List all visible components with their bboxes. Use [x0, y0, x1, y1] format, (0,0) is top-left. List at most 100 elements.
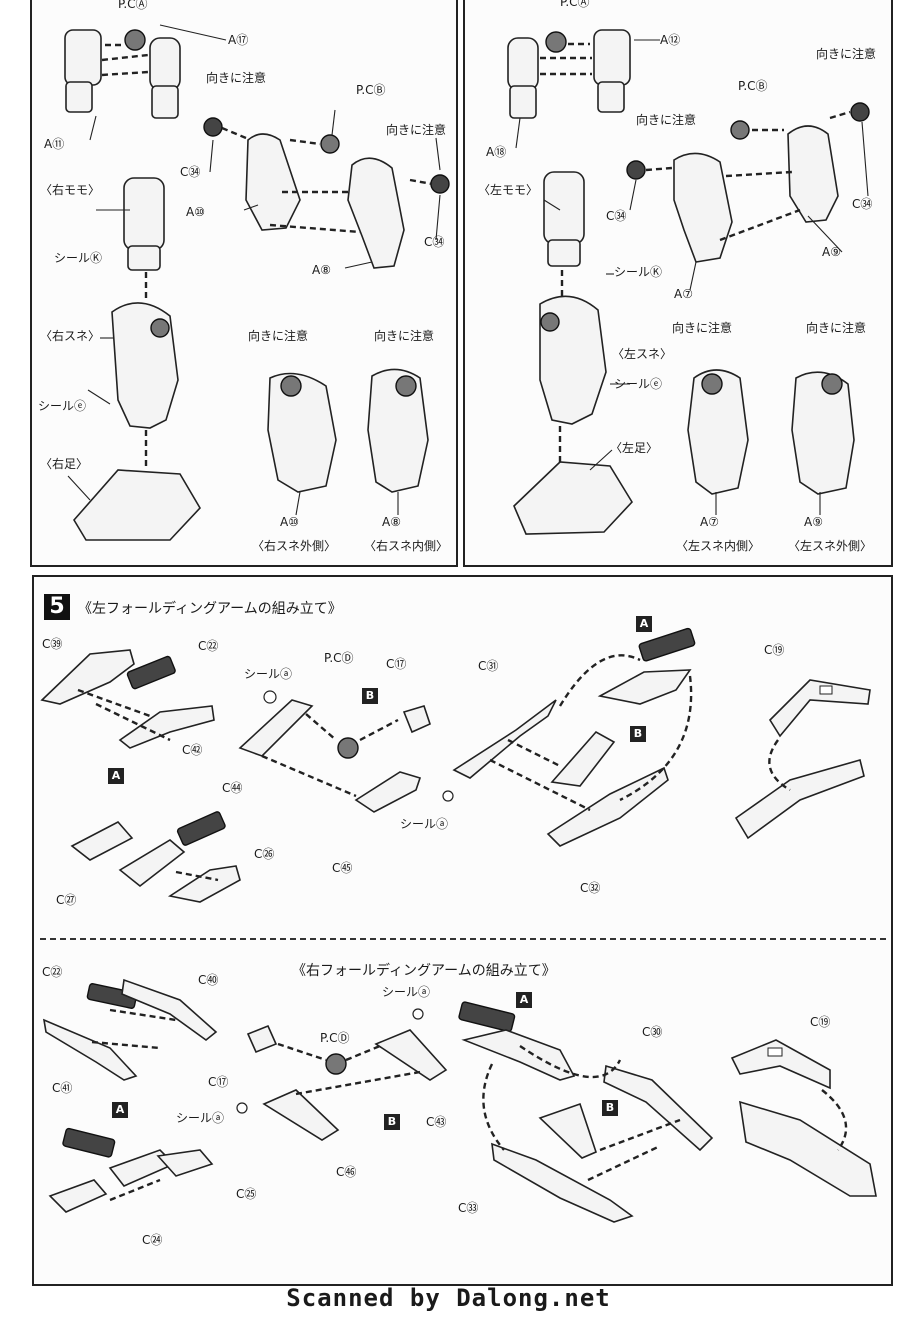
part-c31-label: C㉛ — [478, 659, 499, 673]
part-c22-label: C㉒ — [42, 965, 63, 979]
sub-step-title: 《右フォールディングアームの組み立て》 — [292, 963, 556, 979]
part-c40-label: C㊵ — [198, 973, 219, 987]
part-a8-label: A⑧ — [312, 263, 331, 277]
group-a-badge: A — [516, 992, 532, 1008]
step-number: 5 — [44, 594, 70, 620]
leader-lines — [67, 39, 869, 516]
part-c22-label: C㉒ — [198, 639, 219, 653]
tl-shin-detail — [267, 368, 429, 493]
left-shin-inner-label: 〈左スネ内側〉 — [676, 539, 761, 553]
seal-a-label: シールⓐ — [400, 817, 449, 831]
right-foot-label: 〈右足〉 — [40, 457, 89, 471]
seal-e-label: シールⓔ — [614, 377, 663, 391]
part-a10-label: A⑩ — [186, 205, 205, 219]
right-thigh-label: 〈右モモ〉 — [40, 183, 101, 197]
caution-label: 向きに注意 — [806, 321, 867, 335]
part-c26-label: C㉖ — [254, 847, 275, 861]
part-c17-label: C⑰ — [208, 1075, 229, 1089]
step-title: 《左フォールディングアームの組み立て》 — [78, 601, 342, 617]
part-c41-label: C㊶ — [52, 1081, 73, 1095]
part-c27-label: C㉗ — [56, 893, 77, 907]
pc-a-label: P.CⒶ — [118, 0, 148, 11]
part-c32-label: C㉜ — [580, 881, 601, 895]
group-b-badge: B — [362, 688, 378, 704]
seal-ka-label: シールⓀ — [54, 251, 103, 265]
left-foot-label: 〈左足〉 — [610, 441, 659, 455]
group-b-badge: B — [384, 1114, 400, 1130]
part-a7-label: A⑦ — [700, 515, 719, 529]
left-shin-label: 〈左スネ〉 — [612, 347, 673, 361]
part-a17-label: A⑰ — [228, 33, 249, 47]
tr-thigh-assembly — [513, 171, 633, 535]
part-c25-label: C㉕ — [236, 1187, 257, 1201]
s5b-group-C — [458, 1001, 714, 1223]
seal-a-label: シールⓐ — [244, 667, 293, 681]
part-a7-label: A⑦ — [674, 287, 693, 301]
part-c30-label: C㉚ — [642, 1025, 663, 1039]
scan-credit: Scanned by Dalong.net — [286, 1284, 611, 1312]
part-c39-label: C㊴ — [42, 637, 63, 651]
part-c19-label: C⑲ — [810, 1015, 831, 1029]
group-a-badge: A — [108, 768, 124, 784]
part-a12-label: A⑫ — [660, 33, 681, 47]
tl-thigh-upper — [64, 24, 227, 119]
group-a-badge: A — [112, 1102, 128, 1118]
caution-label: 向きに注意 — [386, 123, 447, 137]
pc-b-label: P.CⒷ — [738, 79, 768, 93]
part-a18-label: A⑱ — [486, 145, 507, 159]
part-c24-label: C㉔ — [142, 1233, 163, 1247]
part-c44-label: C㊹ — [222, 781, 243, 795]
caution-label: 向きに注意 — [206, 71, 267, 85]
part-c34-label: C㉞ — [606, 209, 627, 223]
s5-group-A — [40, 649, 241, 903]
seal-e-label: シールⓔ — [38, 399, 87, 413]
left-thigh-label: 〈左モモ〉 — [478, 183, 539, 197]
s5-group-D — [734, 679, 871, 840]
pc-d-label: P.CⒹ — [320, 1031, 350, 1045]
group-a-badge: A — [636, 616, 652, 632]
tl-shin-shells — [203, 117, 450, 269]
right-shin-label: 〈右スネ〉 — [40, 329, 101, 343]
group-b-badge: B — [602, 1100, 618, 1116]
s5b-group-D — [730, 1039, 877, 1197]
tr-thigh-upper — [507, 29, 631, 119]
part-c46-label: C㊻ — [336, 1165, 357, 1179]
part-c34-label: C㉞ — [180, 165, 201, 179]
pc-d-label: P.CⒹ — [324, 651, 354, 665]
tr-shin-detail — [687, 369, 855, 495]
part-c33-label: C㉝ — [458, 1201, 479, 1215]
part-a8-label: A⑧ — [382, 515, 401, 529]
part-a10-label: A⑩ — [280, 515, 299, 529]
seal-a-label: シールⓐ — [382, 985, 431, 999]
caution-label: 向きに注意 — [248, 329, 309, 343]
tl-thigh-assembly — [73, 177, 201, 541]
part-c34-label: C㉞ — [852, 197, 873, 211]
part-a9-label: A⑨ — [804, 515, 823, 529]
pc-b-label: P.CⒷ — [356, 83, 386, 97]
pc-a-label: P.CⒶ — [560, 0, 590, 9]
seal-ka-label: シールⓀ — [614, 265, 663, 279]
right-shin-outer-label: 〈右スネ外側〉 — [252, 539, 337, 553]
s5-group-B — [238, 690, 454, 813]
part-c34-label: C㉞ — [424, 235, 445, 249]
right-shin-inner-label: 〈右スネ内側〉 — [364, 539, 449, 553]
part-c42-label: C㊷ — [182, 743, 203, 757]
group-b-badge: B — [630, 726, 646, 742]
seal-a-label: シールⓐ — [176, 1111, 225, 1125]
tr-shin-shells — [626, 102, 870, 263]
caution-label: 向きに注意 — [672, 321, 733, 335]
left-shin-outer-label: 〈左スネ外側〉 — [788, 539, 873, 553]
part-c45-label: C㊺ — [332, 861, 353, 875]
section-divider — [40, 938, 886, 940]
part-c17-label: C⑰ — [386, 657, 407, 671]
part-a11-label: A⑪ — [44, 137, 65, 151]
part-a9-label: A⑨ — [822, 245, 841, 259]
s5b-group-B — [236, 1008, 448, 1141]
caution-label: 向きに注意 — [816, 47, 877, 61]
s5-group-C — [452, 627, 696, 847]
caution-label: 向きに注意 — [374, 329, 435, 343]
caution-label: 向きに注意 — [636, 113, 697, 127]
part-c43-label: C㊸ — [426, 1115, 447, 1129]
part-c19-label: C⑲ — [764, 643, 785, 657]
